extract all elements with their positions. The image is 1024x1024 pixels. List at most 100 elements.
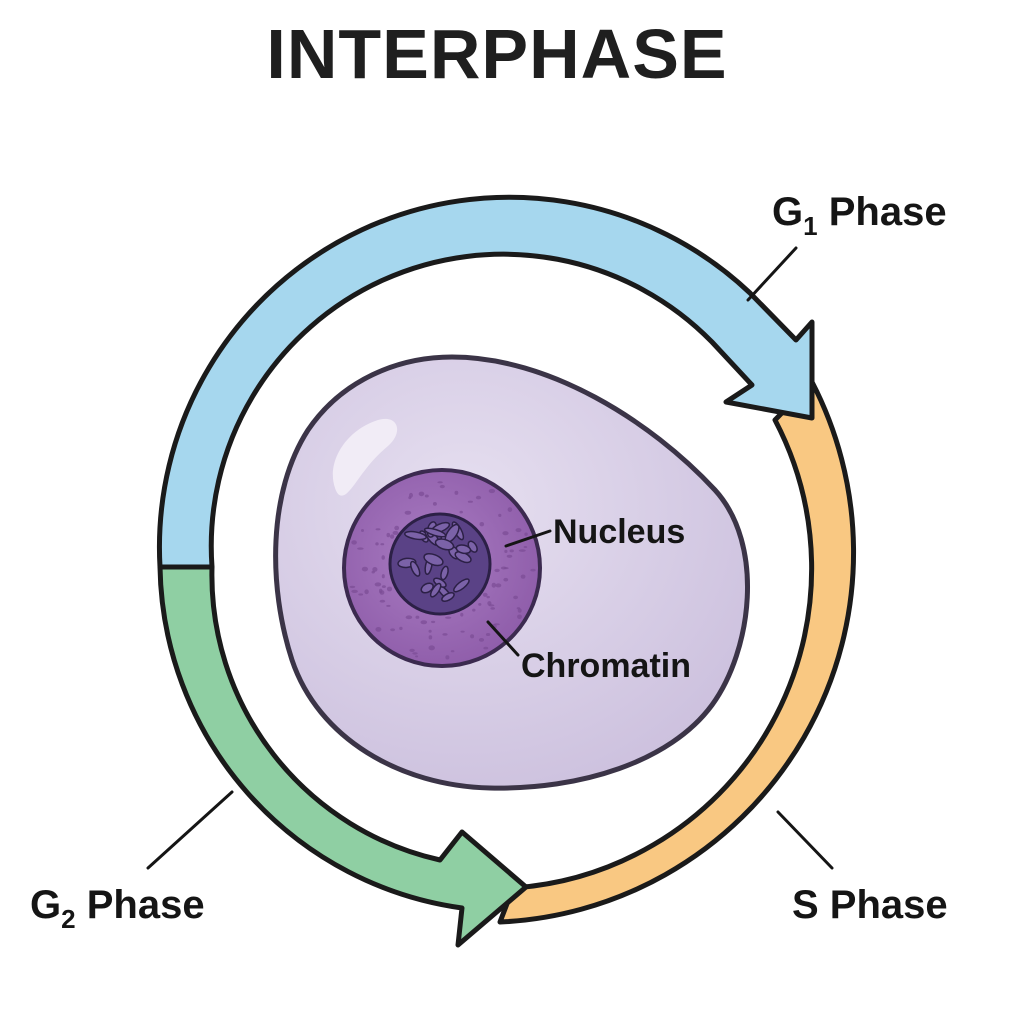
nucleus-speckle [379,590,385,595]
chromatin-strand [440,565,449,581]
nucleus-speckle [504,549,508,554]
g2-phase-label: G2 Phase [30,883,205,934]
nucleus-speckle [516,607,521,610]
g1-leader [746,246,798,302]
chromatin-leader [486,620,520,657]
nucleus-speckle [520,574,526,579]
nucleus-speckle [445,616,452,619]
nucleus-speckle [380,543,385,546]
nucleus-speckle [386,604,391,607]
s-phase-label: S Phase [792,883,948,927]
nucleus-speckle [432,502,437,506]
chromatin [397,521,478,602]
nucleus-speckle [478,603,482,606]
nucleus-speckle [349,585,356,589]
nucleus-speckle [523,546,528,548]
nucleus-speckle [372,567,378,572]
nucleus-speckle [418,491,425,497]
nucleus-speckle [500,566,507,570]
chromatin-strand [441,592,455,602]
nucleus-speckle [375,542,379,546]
s-leader [776,810,834,870]
nucleus-speckle [488,488,496,494]
g1-phase-label: G1 Phase [772,190,947,241]
chromatin-strand [423,552,444,567]
nucleus-speckle [490,607,496,610]
nucleus-speckle [364,589,369,595]
nucleus-speckle [509,549,514,553]
nucleus-speckle [405,615,413,620]
nucleus-speckle [375,528,381,531]
nucleus-speckle [428,629,432,633]
nucleus-speckle [379,599,386,603]
nucleus-speckle [517,608,522,613]
nucleus-speckle [530,568,536,572]
nucleus-speckle [445,655,450,660]
nucleus-speckle [495,583,502,588]
nucleus-speckle [361,529,364,532]
nucleus-speckle [399,626,403,631]
nucleus-speckle [502,531,509,536]
nucleus-speckle [392,530,399,535]
nucleus-speckle [439,484,445,489]
nucleus-speckle [424,494,429,498]
nucleus-speckle [513,595,518,600]
chromatin-strand [409,560,421,577]
nucleus-speckle [409,648,415,653]
nucleus-speckle [358,593,364,596]
nucleus-speckle [381,555,385,560]
chromatin-label: Chromatin [521,647,691,685]
nucleus-speckle [428,645,435,651]
nucleus-speckle [483,646,489,650]
nucleus-speckle [506,554,513,558]
nucleus-speckle [482,592,488,597]
nucleus-texture [349,481,536,660]
nucleus-speckle [390,628,395,632]
nucleus-speckle [467,500,473,503]
nucleus-speckle [442,633,448,636]
nucleus-speckle [437,481,443,484]
nucleus-speckle [412,652,418,655]
nucleus-speckle [470,634,475,639]
nucleus-speckle [503,577,509,582]
nucleus-speckle [498,513,502,518]
nucleus-speckle [351,589,358,594]
nucleus-speckle [517,614,522,620]
nucleus-speckle [351,540,357,545]
nucleus-speckle [390,534,395,539]
nucleus-speckle [454,490,459,495]
chromatin-strand [420,582,434,594]
nucleus-speckle [415,615,420,619]
nucleus-speckle [428,635,433,640]
nucleus-speckle [515,528,522,533]
nucleus-leader [504,529,552,548]
nucleus-speckle [488,604,495,607]
nucleus-speckle [381,585,386,588]
nucleus-speckle [475,495,482,500]
nucleus-speckle [394,525,400,531]
g1-phase-arrow [156,194,815,570]
nucleus-speckle [420,620,428,625]
nucleus-label: Nucleus [553,513,685,551]
nucleus-speckle [415,655,419,658]
nucleus-speckle [486,595,490,599]
chromatin-strand [455,544,472,555]
g2-phase-arrow [157,564,529,948]
nucleus-speckle [431,620,436,624]
chromatin-strand [453,578,470,593]
nucleus-speckle [361,566,368,572]
nucleus-speckle [386,586,393,592]
nucleus-speckle [472,608,476,612]
nucleus-speckle [518,549,526,552]
nucleus-speckle [386,532,391,538]
nucleus-speckle [374,582,382,587]
nucleus-speckle [381,574,385,579]
nucleus-speckle [494,568,500,573]
chromatin-strand [403,530,428,541]
nucleus-speckle [485,633,491,636]
nucleus-speckle [460,612,464,617]
nucleus-speckle [478,638,485,642]
nucleus-speckle [524,532,528,536]
chromatin-strand [434,538,455,551]
